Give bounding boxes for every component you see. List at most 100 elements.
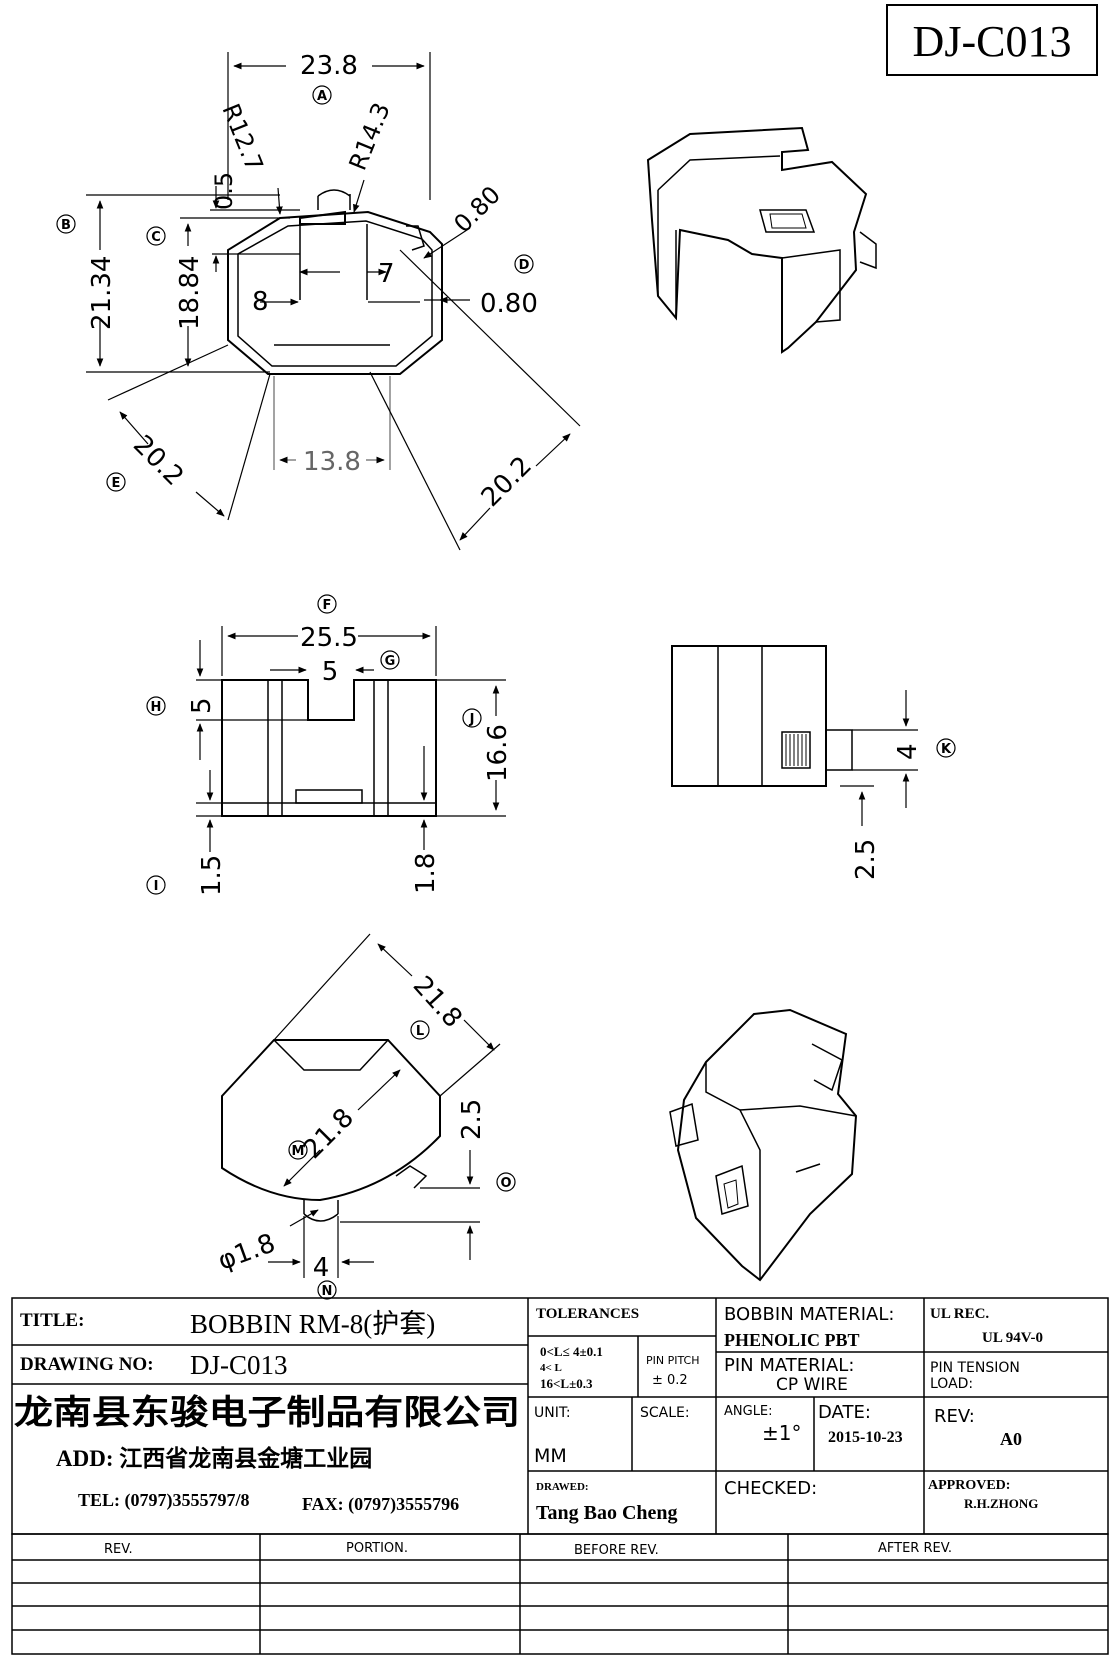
circle-label-E: E (112, 476, 121, 491)
bottom-view (221, 1039, 441, 1222)
circle-label-L: L (416, 1024, 424, 1039)
dim-k25: 2.5 (851, 839, 881, 880)
pin-tension-label: PIN TENSION (930, 1360, 1020, 1376)
rev-table-header-portion: PORTION. (346, 1541, 408, 1556)
side-view-dim-texts: 4 2.5 (851, 743, 923, 880)
iso-view-top (646, 126, 877, 354)
unit-label: UNIT: (534, 1405, 571, 1421)
iso-view-bottom (669, 1008, 858, 1282)
dim-K-value: 4 (893, 743, 923, 760)
pin-pitch-label: PIN PITCH (646, 1354, 700, 1367)
rev-table-header-rev: REV. (104, 1542, 133, 1557)
bobbin-material-value: PHENOLIC PBT (724, 1330, 860, 1350)
bobbin-material-label: BOBBIN MATERIAL: (724, 1304, 894, 1325)
circle-label-letters: A B C D E F G H J I K L M O N (61, 89, 952, 1299)
dim-N-value: 4 (313, 1253, 330, 1283)
dim-r127: R12.7 (216, 100, 268, 176)
checked-label: CHECKED: (724, 1478, 817, 1499)
dim-i18: 1.8 (411, 853, 441, 894)
side-view-dims (840, 690, 918, 826)
company-address: ADD: 江西省龙南县金塘工业园 (56, 1445, 372, 1471)
dim-J-value: 16.6 (483, 724, 513, 782)
rev-table-header-after: AFTER REV. (878, 1541, 952, 1556)
circle-label-O: O (500, 1176, 511, 1191)
unit-value: MM (534, 1445, 567, 1467)
bottom-view-dims (268, 933, 501, 1278)
rev-value: A0 (1000, 1429, 1022, 1449)
dim-8: 8 (252, 287, 269, 317)
circle-label-F: F (323, 598, 332, 613)
dim-phi-value: φ1.8 (214, 1228, 279, 1276)
rev-label: REV: (934, 1406, 975, 1427)
bottom-view-dim-texts: 21.8 21.8 2.5 φ1.8 4 (214, 971, 487, 1283)
drawing-number-frame (886, 4, 1098, 76)
company-tel: TEL: (0797)3555797/8 (78, 1490, 250, 1511)
company-name: 龙南县东骏电子制品有限公司 (14, 1393, 520, 1432)
dim-B-value: 21.34 (87, 256, 117, 330)
dim-7: 7 (378, 259, 395, 289)
circle-label-J: J (469, 712, 475, 727)
circle-label-G: G (385, 654, 396, 669)
pin-pitch-value: ± 0.2 (652, 1373, 688, 1388)
dim-138: 13.8 (303, 447, 361, 477)
dim-080b: 0.80 (480, 289, 538, 319)
pin-material-value: CP WIRE (776, 1375, 848, 1395)
circle-label-M: M (292, 1144, 305, 1159)
drawing-no-label: DRAWING NO: (20, 1354, 154, 1375)
title-block-frame (11, 1297, 1109, 1655)
dim-A-value: 23.8 (300, 51, 358, 81)
dim-F-value: 25.5 (300, 623, 358, 653)
date-value: 2015-10-23 (828, 1429, 903, 1446)
ul-rec-label: UL REC. (930, 1306, 989, 1322)
title-block-texts: TITLE: BOBBIN RM-8(护套) DRAWING NO: DJ-C0… (14, 1304, 1043, 1558)
title-label: TITLE: (20, 1310, 84, 1331)
approved-label: APPROVED: (928, 1478, 1010, 1493)
dim-E-value-2: 20.2 (476, 451, 538, 513)
side-view (671, 645, 853, 787)
circle-label-C: C (151, 230, 161, 245)
front-view-dims (196, 626, 506, 852)
drawn-value: Tang Bao Cheng (536, 1502, 678, 1524)
date-label: DATE: (818, 1402, 871, 1423)
circle-label-K: K (941, 742, 952, 757)
dim-I-value: 1.5 (197, 855, 227, 896)
angle-label: ANGLE: (724, 1404, 773, 1419)
dim-C-value: 18.84 (175, 256, 205, 330)
tol-line-2: 4< L (540, 1362, 562, 1374)
dim-080a: 0.80 (448, 181, 506, 239)
top-view (227, 189, 443, 375)
drawing-number-label: DJ-C013 (913, 17, 1072, 66)
drawing-no-value: DJ-C013 (190, 1350, 288, 1380)
circle-label-D: D (519, 258, 530, 273)
top-view-dims (86, 52, 581, 551)
circle-label-A: A (317, 89, 327, 104)
dim-O-value: 2.5 (457, 1099, 487, 1140)
pin-material-label: PIN MATERIAL: (724, 1355, 854, 1376)
dim-G-value: 5 (322, 657, 339, 687)
circle-label-N: N (322, 1284, 333, 1299)
tolerances-label: TOLERANCES (536, 1306, 639, 1322)
dim-r143: R14.3 (344, 99, 396, 175)
scale-label: SCALE: (640, 1405, 690, 1421)
tol-line-1: 0<L≤ 4±0.1 (540, 1344, 603, 1359)
title-value: BOBBIN RM-8(护套) (190, 1309, 435, 1339)
company-fax: FAX: (0797)3555796 (302, 1494, 459, 1515)
drawn-label: DRAWED: (536, 1481, 589, 1493)
front-view (221, 679, 437, 817)
dim-c05: 0.5 (210, 172, 238, 210)
rev-table-header-before: BEFORE REV. (574, 1543, 659, 1558)
dim-H-value: 5 (187, 697, 217, 714)
top-view-dim-texts: 23.8 R12.7 R14.3 0.5 21.34 18.84 0.80 0.… (87, 51, 538, 513)
circle-label-I: I (154, 879, 159, 894)
tol-line-3: 16<L±0.3 (540, 1376, 593, 1391)
angle-value: ±1° (762, 1421, 801, 1445)
dim-M-value: 21.8 (298, 1103, 360, 1165)
approved-value: R.H.ZHONG (964, 1496, 1038, 1511)
circle-label-B: B (61, 218, 71, 233)
circle-labels (56, 85, 956, 1300)
dim-E-value: 20.2 (127, 430, 189, 492)
circle-label-H: H (151, 700, 162, 715)
ul-rec-value: UL 94V-0 (982, 1330, 1043, 1346)
front-view-dim-texts: 25.5 5 5 16.6 1.5 1.8 (187, 623, 513, 896)
